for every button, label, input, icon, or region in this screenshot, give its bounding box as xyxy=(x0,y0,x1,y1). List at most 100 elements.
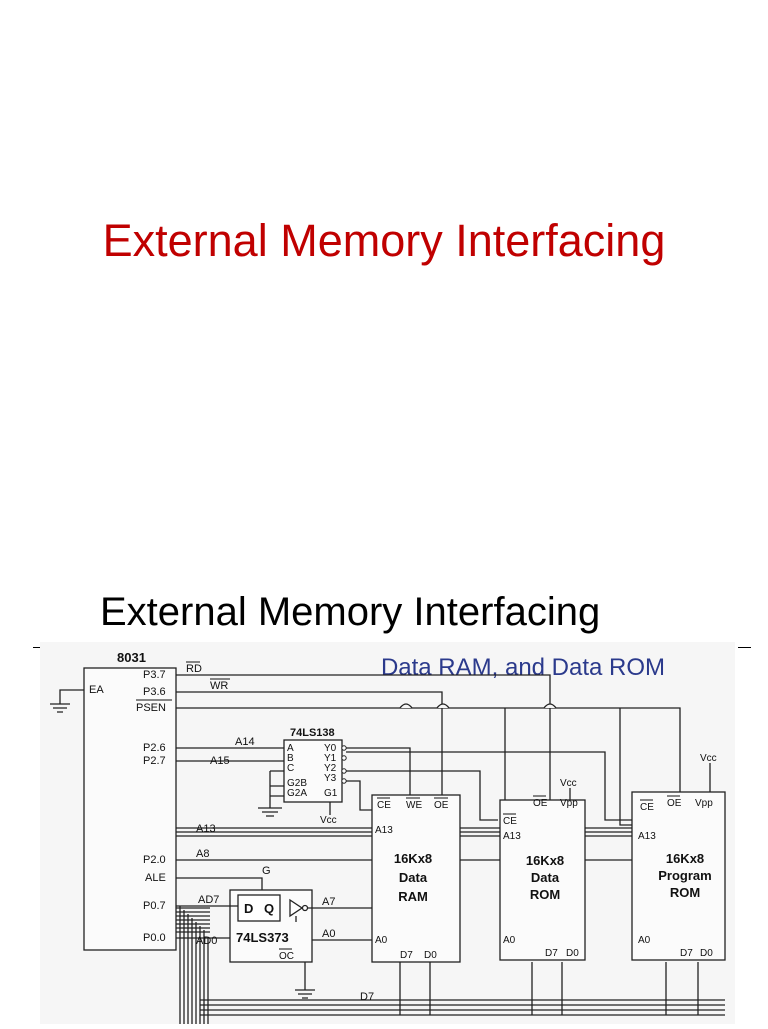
pin-ale: ALE xyxy=(145,872,166,884)
decoder-in-g2a: G2A xyxy=(287,788,307,799)
rom1-d7: D7 xyxy=(545,948,558,959)
signal-d7: D7 xyxy=(360,991,374,1003)
y1-to-rom2-ce xyxy=(346,751,632,821)
rom1-ce: CE xyxy=(503,816,517,827)
rom1-type-1: Data xyxy=(531,870,560,885)
rom2-vcc: Vcc xyxy=(700,753,717,764)
data-bus-stubs xyxy=(176,907,210,933)
rom2-d7: D7 xyxy=(680,948,693,959)
program-rom-chip xyxy=(631,791,726,961)
y0-bubble xyxy=(341,745,347,751)
slide-2-title: External Memory Interfacing xyxy=(100,590,601,634)
y3-line xyxy=(346,780,374,811)
ram-size: 16Kx8 xyxy=(394,851,432,866)
decoder-vcc: Vcc xyxy=(320,815,337,826)
ram-d7: D7 xyxy=(400,950,413,961)
pin-p07: P0.7 xyxy=(143,900,166,912)
psen-to-rom2-oe xyxy=(619,708,635,826)
ea-label: EA xyxy=(89,684,104,696)
rom2-d0: D0 xyxy=(700,948,713,959)
ram-a0: A0 xyxy=(375,935,388,946)
mcu-name: 8031 xyxy=(117,650,146,665)
rom1-a13: A13 xyxy=(503,831,521,842)
rom2-ce: CE xyxy=(640,802,654,813)
signal-rd: RD xyxy=(186,663,202,675)
decoder-ground-symbol xyxy=(258,807,282,817)
rom1-oe: OE xyxy=(533,798,548,809)
title-rule-left xyxy=(33,647,43,648)
data-bus-vertical xyxy=(179,906,209,1024)
ale-line xyxy=(176,877,263,890)
rom2-type-2: ROM xyxy=(670,885,700,900)
y2-to-rom1-ce xyxy=(346,770,498,821)
pin-p27: P2.7 xyxy=(143,755,166,767)
latch-buffer-triangle xyxy=(289,898,304,918)
latch-name: 74LS373 xyxy=(236,930,289,945)
ram-we: WE xyxy=(406,800,422,811)
latch-dq-cell xyxy=(237,894,281,922)
rom1-vcc: Vcc xyxy=(560,778,577,789)
decoder-out-y0: Y0 xyxy=(324,743,337,754)
y0-to-ram-ce xyxy=(346,747,411,800)
y3-bubble xyxy=(341,778,347,784)
pin-p00: P0.0 xyxy=(143,932,166,944)
signal-wr: WR xyxy=(210,680,228,692)
pin-p26: P2.6 xyxy=(143,742,166,754)
ram-a13: A13 xyxy=(375,825,393,836)
rom2-type-1: Program xyxy=(658,868,711,883)
memory-interface-diagram: Data RAM, and Data ROM xyxy=(0,640,768,1024)
crossover-bump xyxy=(399,703,413,709)
rom2-size: 16Kx8 xyxy=(666,851,704,866)
decoder-g1: G1 xyxy=(324,788,338,799)
signal-ad7: AD7 xyxy=(198,894,219,906)
data-bus-horizontal xyxy=(200,999,725,1016)
signal-g: G xyxy=(262,865,271,877)
data-ram-chip xyxy=(371,794,461,963)
signal-a15: A15 xyxy=(210,755,230,767)
oc-ground-symbol xyxy=(295,989,315,999)
pin-p20: P2.0 xyxy=(143,854,166,866)
ram-type-1: Data xyxy=(399,870,428,885)
decoder-out-y2: Y2 xyxy=(324,763,337,774)
rom1-a0: A0 xyxy=(503,935,516,946)
data-rom-chip xyxy=(499,799,586,961)
data-bus-drops xyxy=(399,962,699,1015)
decoder-in-g2b: G2B xyxy=(287,778,307,789)
ram-oe: OE xyxy=(434,800,449,811)
signal-a0: A0 xyxy=(322,928,335,940)
rom1-d0: D0 xyxy=(566,948,579,959)
rom2-oe: OE xyxy=(667,798,682,809)
crossover-bump xyxy=(543,703,557,709)
ram-ce: CE xyxy=(377,800,391,811)
decoder-out-y3: Y3 xyxy=(324,773,337,784)
rom2-vpp: Vpp xyxy=(695,798,713,809)
pin-p37: P3.7 xyxy=(143,669,166,681)
decoder-name: 74LS138 xyxy=(290,727,335,739)
ram-type-2: RAM xyxy=(398,889,428,904)
pin-psen: PSEN xyxy=(136,702,166,714)
wr-line xyxy=(176,691,443,800)
circuit-schematic: Data RAM, and Data ROM xyxy=(40,642,735,1024)
latch-buffer-bubble xyxy=(301,904,309,912)
address-bus-high xyxy=(176,827,372,837)
pin-p36: P3.6 xyxy=(143,686,166,698)
crossover-bump xyxy=(436,703,450,709)
signal-ad0: AD0 xyxy=(196,935,217,947)
psen-line xyxy=(176,707,681,800)
rd-line xyxy=(176,674,551,800)
title-rule-right xyxy=(738,647,751,648)
decoder-in-c: C xyxy=(287,763,294,774)
slide-1-title: External Memory Interfacing xyxy=(102,215,666,266)
signal-a13: A13 xyxy=(196,823,216,835)
signal-a7: A7 xyxy=(322,896,335,908)
y2-bubble xyxy=(341,768,347,774)
y1-bubble xyxy=(341,755,347,761)
decoder-out-y1: Y1 xyxy=(324,753,337,764)
decoder-ground-wires xyxy=(269,770,284,808)
rom1-size: 16Kx8 xyxy=(526,853,564,868)
ram-d0: D0 xyxy=(424,950,437,961)
mcu-8031-box xyxy=(83,667,177,951)
rom1-vpp: Vpp xyxy=(560,798,578,809)
rom2-a13: A13 xyxy=(638,831,656,842)
signal-a14: A14 xyxy=(235,736,255,748)
